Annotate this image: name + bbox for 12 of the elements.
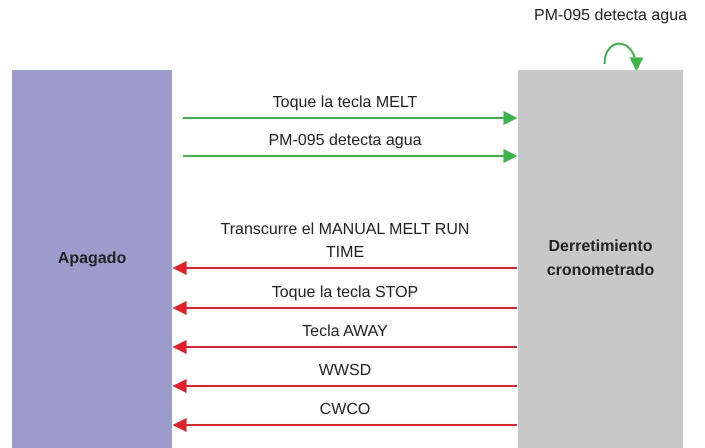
arrow	[604, 42, 642, 72]
arrow	[172, 301, 517, 315]
arrow	[183, 111, 518, 125]
arrow	[172, 418, 517, 432]
state-name: Apagado	[58, 249, 126, 269]
state-band	[518, 70, 683, 448]
arrow	[172, 261, 517, 275]
arrow	[172, 379, 517, 393]
arrow	[172, 340, 517, 354]
arrow	[183, 149, 518, 163]
state-name: Derretimiento cronometrado	[546, 237, 656, 281]
state-band	[12, 70, 172, 448]
